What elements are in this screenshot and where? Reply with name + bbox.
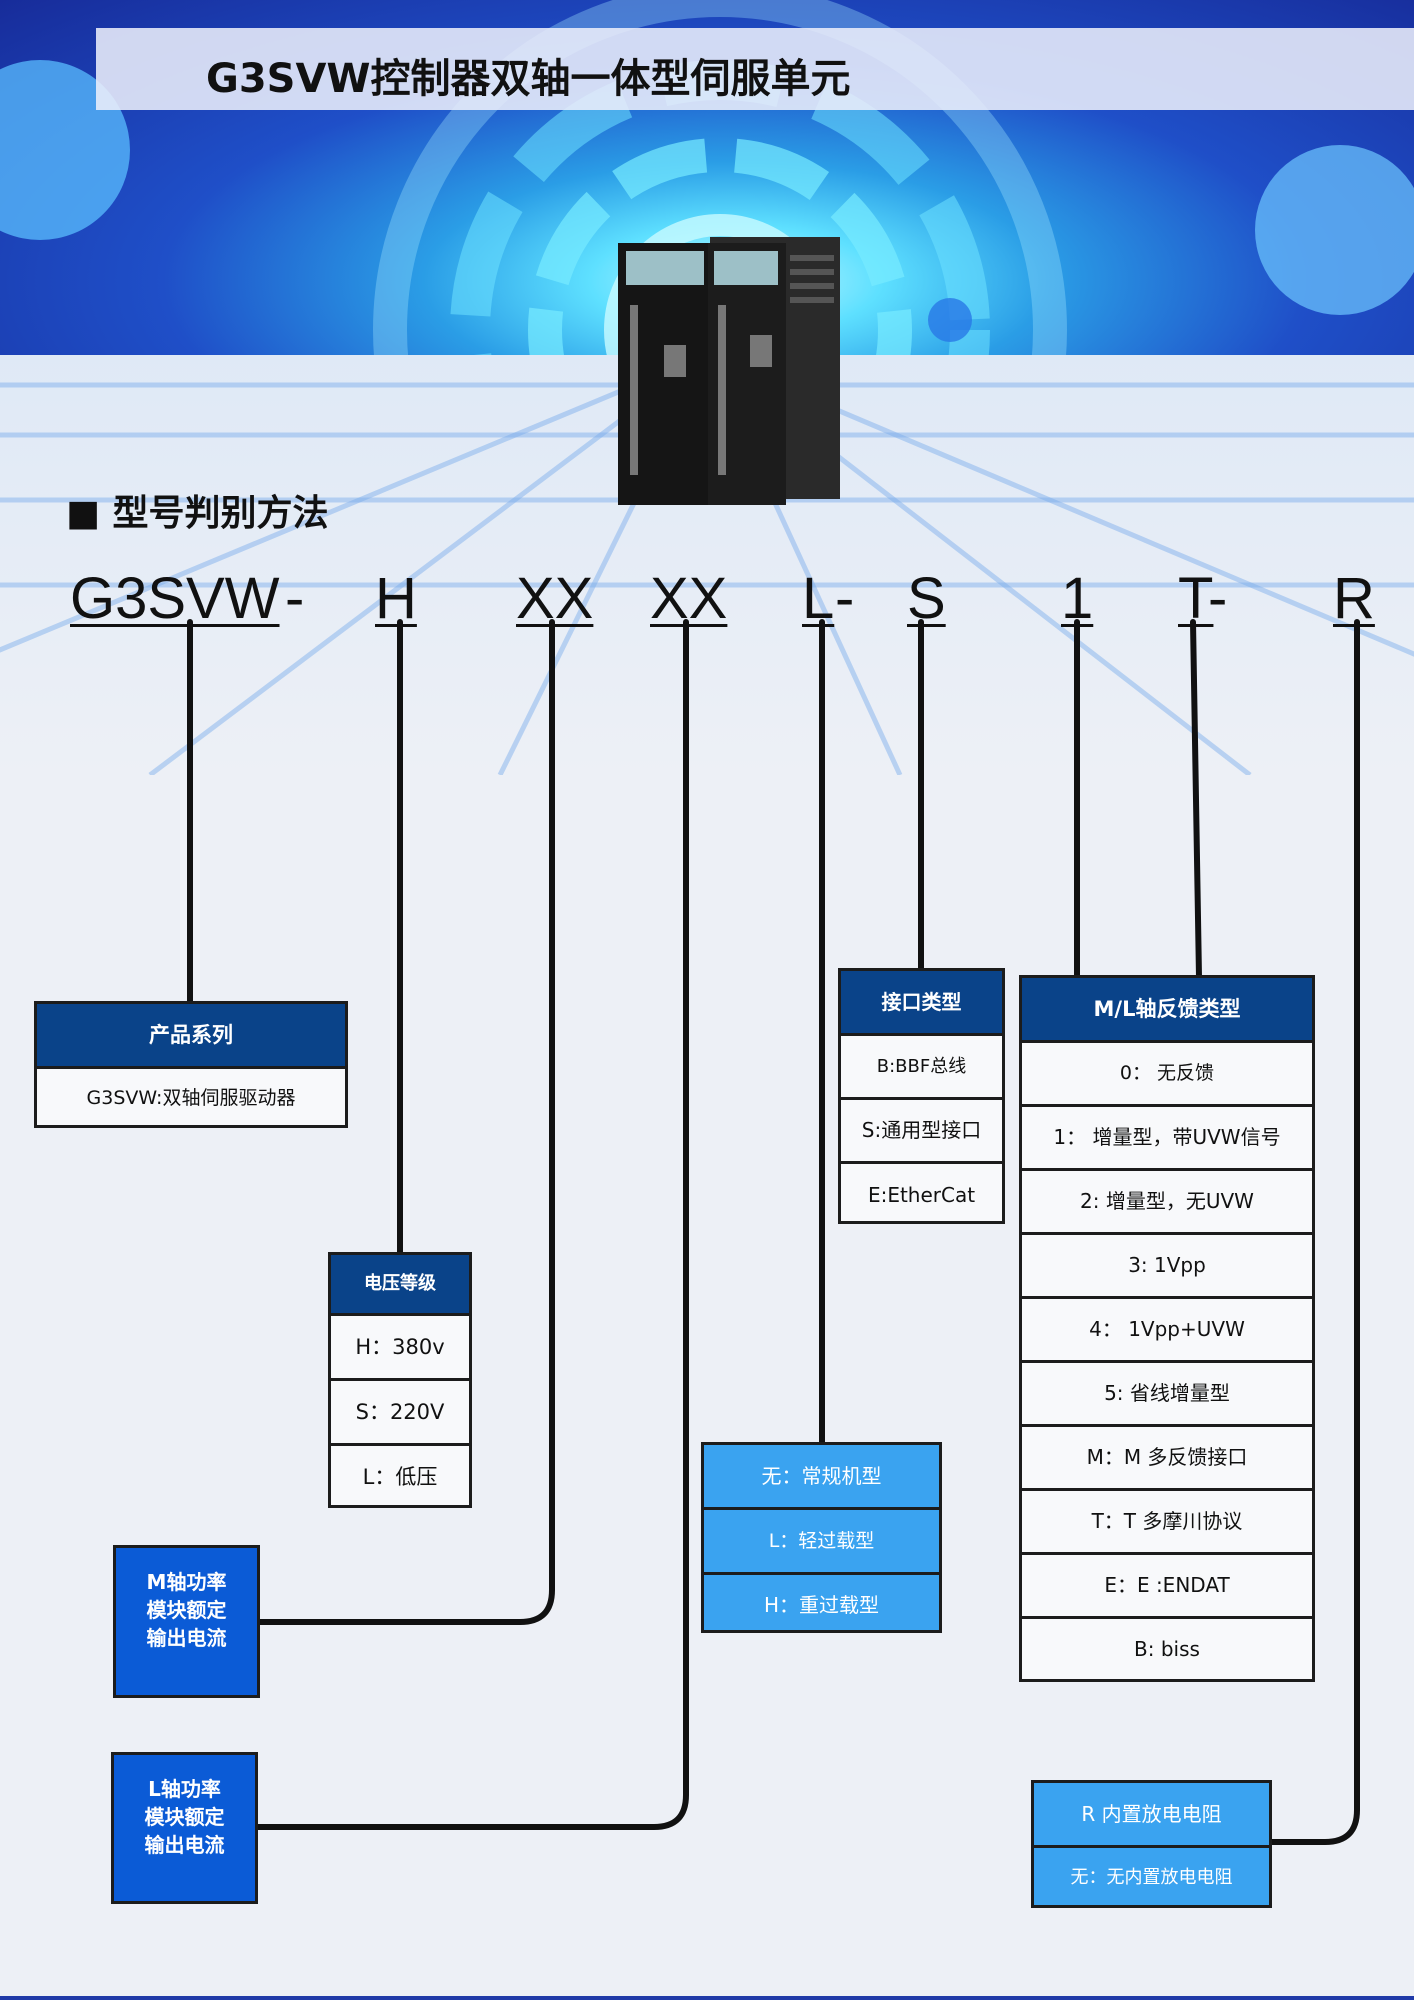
overload-type-row: L：轻过载型 bbox=[704, 1507, 939, 1572]
feedback-type-row: 5: 省线增量型 bbox=[1022, 1360, 1312, 1424]
resistor-type-row: R 内置放电电阻 bbox=[1081, 1802, 1222, 1826]
code-voltage: H bbox=[375, 566, 417, 631]
feedback-type-row: 4： 1Vpp+UVW bbox=[1022, 1296, 1312, 1360]
interface-type-row: B:BBF总线 bbox=[876, 1056, 967, 1077]
product-series-row: G3SVW:双轴伺服驱动器 bbox=[86, 1087, 296, 1109]
feedback-type-row: B: biss bbox=[1022, 1616, 1312, 1680]
overload-type-table: 无：常规机型 L：轻过载型 H：重过载型 bbox=[701, 1442, 942, 1633]
feedback-type-row: 2: 增量型，无UVW bbox=[1022, 1168, 1312, 1232]
voltage-level-row: L：低压 bbox=[331, 1443, 469, 1508]
resistor-type-table: R 内置放电电阻 无：无内置放电电阻 bbox=[1031, 1780, 1272, 1908]
voltage-level-header: 电压等级 bbox=[331, 1255, 469, 1316]
servo-drive-image bbox=[618, 237, 840, 505]
code-series: G3SVW bbox=[70, 566, 280, 631]
interface-type-row: S:通用型接口 bbox=[841, 1097, 1002, 1161]
voltage-level-row: H：380v bbox=[355, 1335, 445, 1359]
interface-type-table: 接口类型 B:BBF总线 S:通用型接口 E:EtherCat bbox=[838, 968, 1005, 1224]
code-m-current: XX bbox=[516, 566, 594, 631]
bottom-rule bbox=[0, 1996, 1414, 2000]
product-series-table: 产品系列 G3SVW:双轴伺服驱动器 bbox=[34, 1001, 348, 1128]
overload-type-row: 无：常规机型 bbox=[761, 1464, 882, 1488]
voltage-level-row: S：220V bbox=[331, 1378, 469, 1443]
product-series-header: 产品系列 bbox=[37, 1004, 345, 1069]
code-separator: - bbox=[1208, 566, 1228, 631]
resistor-type-row: 无：无内置放电电阻 bbox=[1034, 1845, 1269, 1908]
interface-type-header: 接口类型 bbox=[841, 971, 1002, 1036]
code-separator: - bbox=[835, 566, 855, 631]
feedback-type-row: T：T 多摩川协议 bbox=[1022, 1488, 1312, 1552]
page-title: G3SVW控制器双轴一体型伺服单元 bbox=[206, 56, 851, 102]
interface-type-row: E:EtherCat bbox=[841, 1161, 1002, 1226]
title-bar: G3SVW控制器双轴一体型伺服单元 bbox=[96, 28, 1414, 110]
feedback-type-row: 1： 增量型，带UVW信号 bbox=[1022, 1104, 1312, 1168]
code-resistor: R bbox=[1333, 566, 1375, 631]
code-feedback-l: T bbox=[1178, 566, 1214, 631]
feedback-type-row: 0： 无反馈 bbox=[1119, 1062, 1215, 1084]
voltage-level-table: 电压等级 H：380v S：220V L：低压 bbox=[328, 1252, 472, 1508]
overload-type-row: H：重过载型 bbox=[704, 1572, 939, 1636]
feedback-type-row: E：E :ENDAT bbox=[1022, 1552, 1312, 1616]
l-axis-current-label: L轴功率 模块额定 输出电流 bbox=[111, 1752, 258, 1904]
m-axis-current-label: M轴功率 模块额定 输出电流 bbox=[113, 1545, 260, 1698]
feedback-type-table: M/L轴反馈类型 0： 无反馈 1： 增量型，带UVW信号 2: 增量型，无UV… bbox=[1019, 975, 1315, 1682]
code-overload: L bbox=[802, 566, 835, 631]
code-interface: S bbox=[907, 566, 946, 631]
feedback-type-row: 3: 1Vpp bbox=[1022, 1232, 1312, 1296]
feedback-type-row: M：M 多反馈接口 bbox=[1022, 1424, 1312, 1488]
feedback-type-header: M/L轴反馈类型 bbox=[1022, 978, 1312, 1043]
section-title: ■ 型号判别方法 bbox=[66, 493, 329, 534]
code-l-current: XX bbox=[650, 566, 728, 631]
code-separator: - bbox=[285, 566, 305, 631]
